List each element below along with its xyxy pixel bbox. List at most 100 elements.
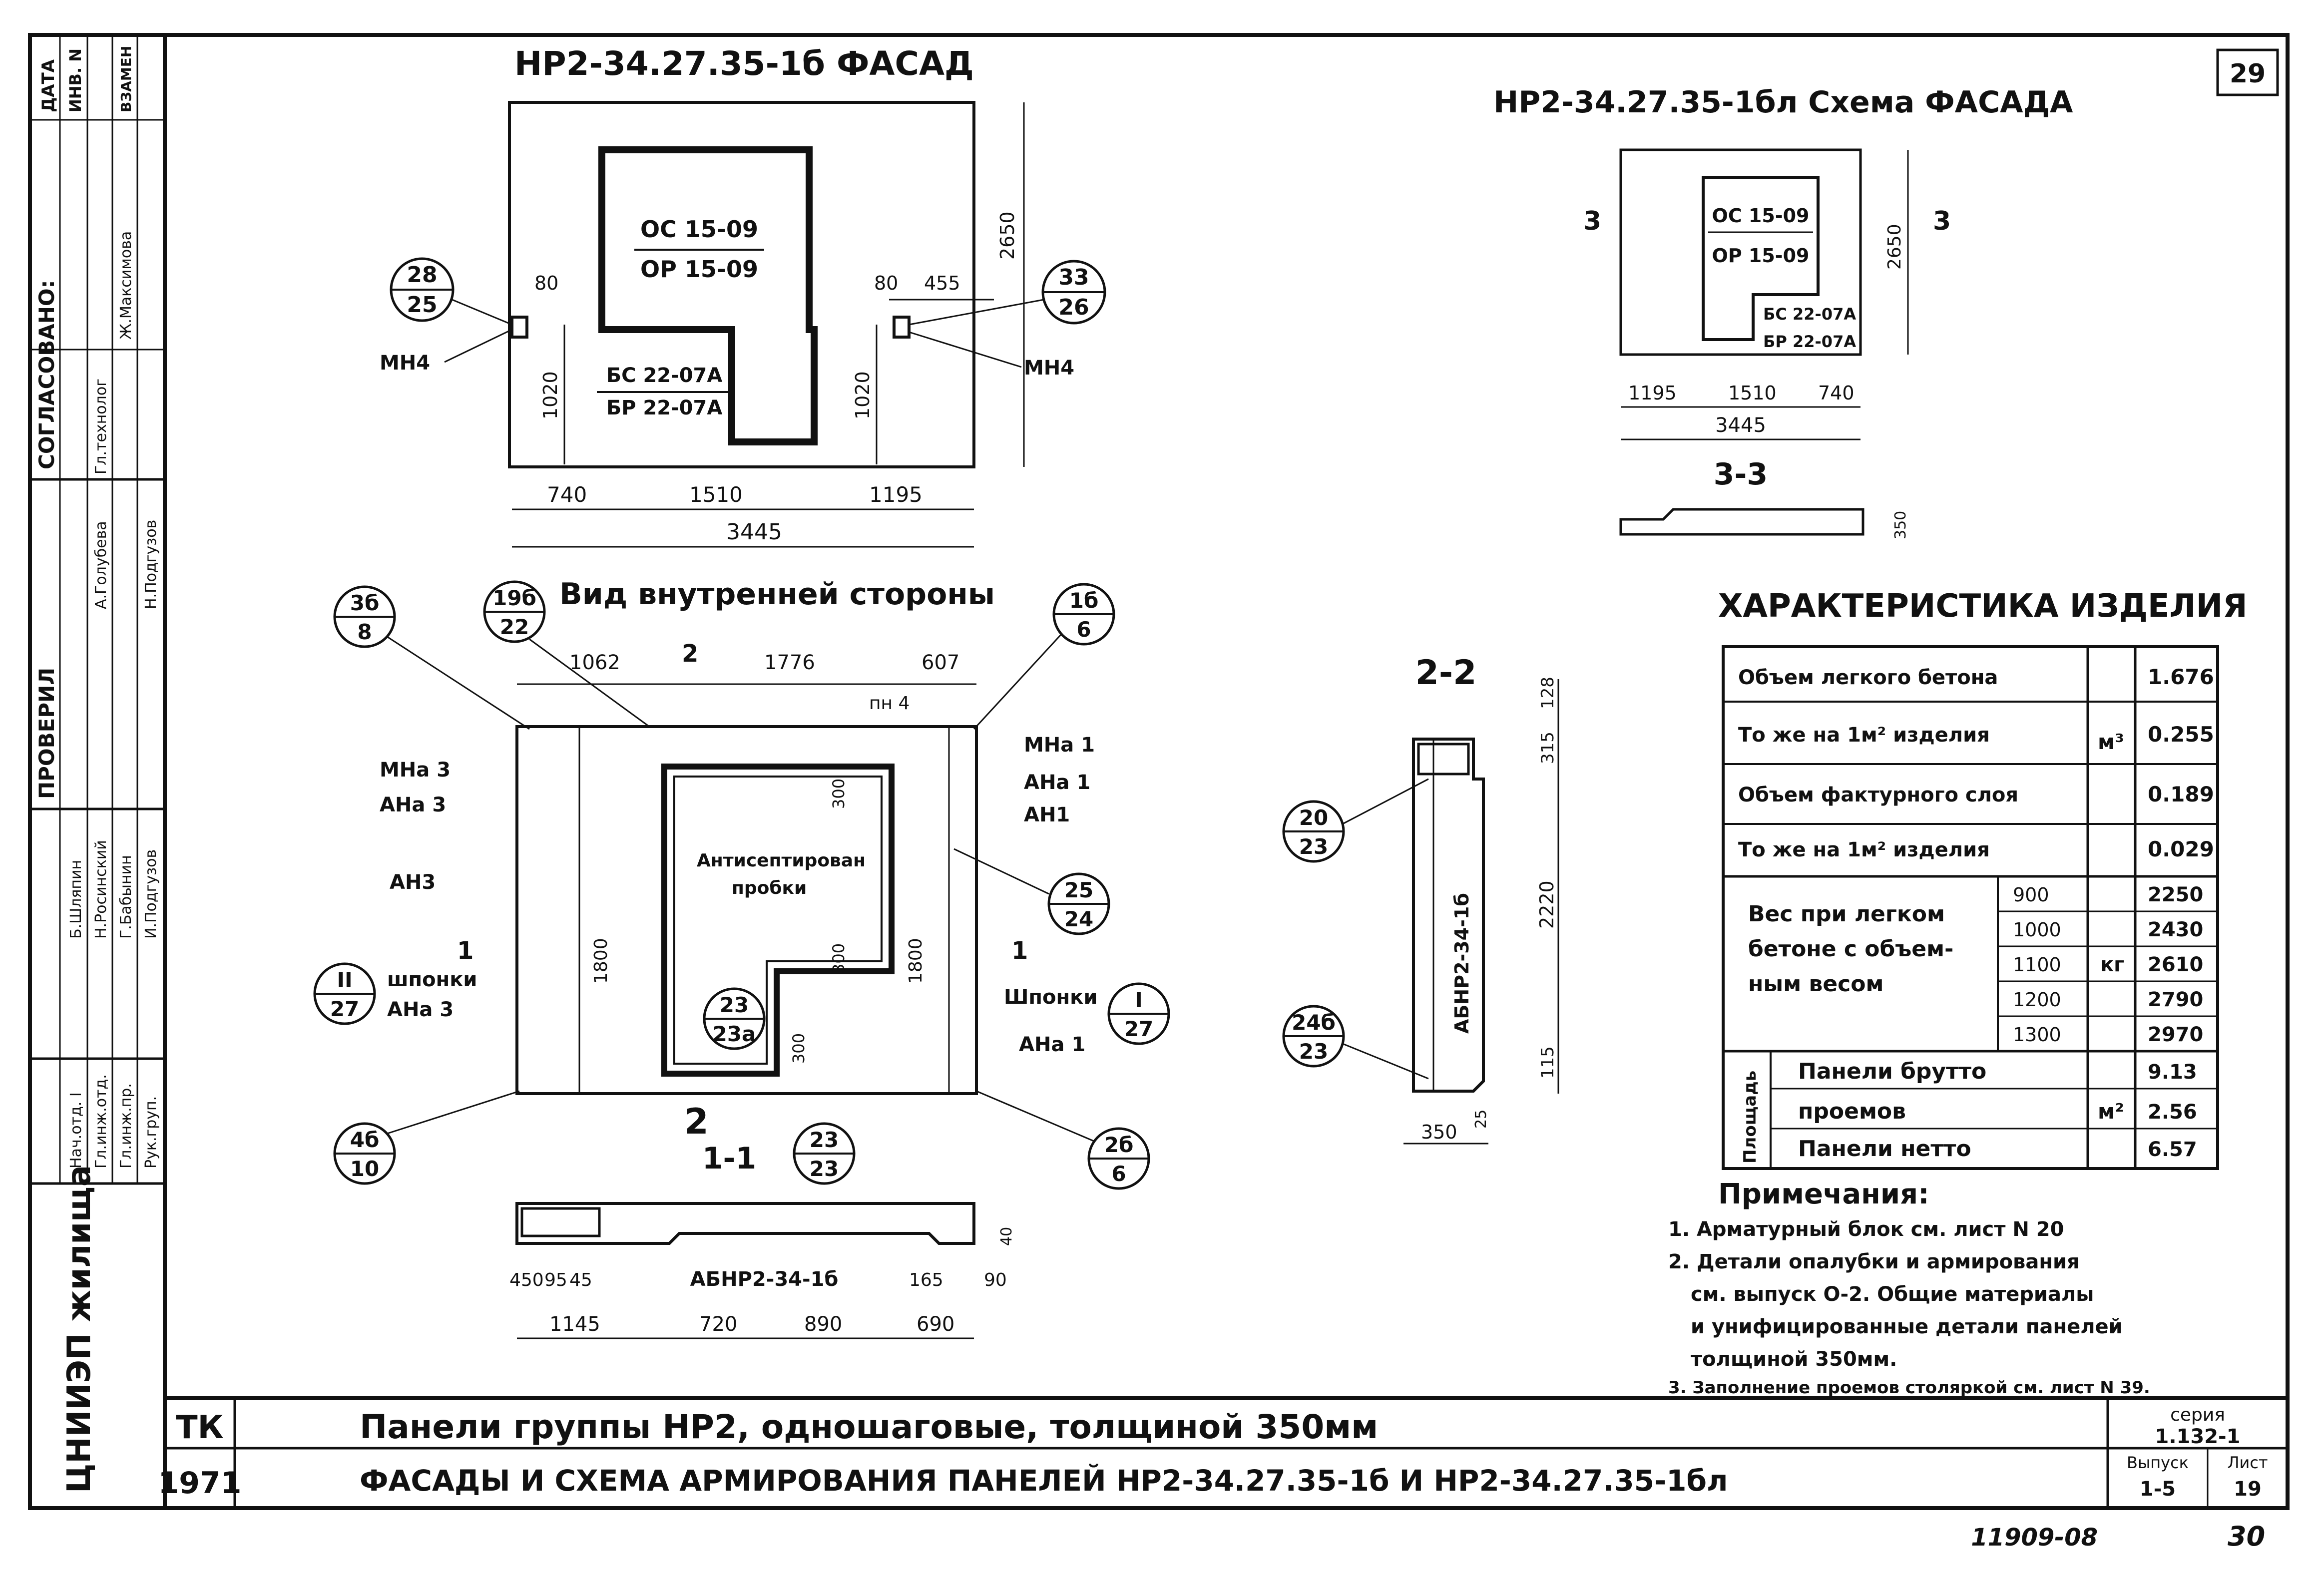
callout-19b-22: 19б 22: [483, 580, 650, 728]
stamp-approved: СОГЛАСОВАНО:: [34, 280, 59, 469]
inner-shponki-left: шпонки: [387, 968, 477, 991]
svg-text:27: 27: [330, 997, 359, 1021]
stamp-checked: ПРОВЕРИЛ: [34, 668, 59, 799]
inner-mna3: МНа 3: [380, 759, 451, 782]
facade-callout-left-top: 28: [407, 262, 437, 288]
char-unit-m3: м³: [2098, 730, 2124, 754]
svg-text:2б: 2б: [1104, 1133, 1134, 1157]
note-2: 2. Детали опалубки и армирования: [1668, 1250, 2080, 1273]
facade-door-top: БС 22-07А: [606, 364, 723, 387]
char-density-1: 900: [2013, 884, 2049, 906]
section22-callout-2: [1282, 1005, 1345, 1068]
section-1-1-drawing: 1-1 23 23 АБНР2-34-1б 450 95 45 165 90 4…: [509, 1122, 1015, 1339]
section11-title: 1-1: [702, 1141, 756, 1176]
char-area-side: Площадь: [1740, 1071, 1760, 1164]
inner-ana3-bottom: АНа 3: [387, 998, 454, 1021]
callout-25-24: 25 24: [953, 848, 1110, 935]
bottom-page: 30: [2228, 1521, 2265, 1552]
callout-II-27: II 27: [313, 962, 376, 1025]
section22-block: АБНР2-34-1б: [1451, 893, 1473, 1034]
section11-profile: [515, 1202, 975, 1245]
inner-ana1-bottom: АНа 1: [1019, 1033, 1085, 1056]
facade-dim-3445: 3445: [726, 519, 782, 545]
section22-dim-350: 350: [1421, 1121, 1457, 1143]
callout-4b-10: 4б 10: [333, 1090, 520, 1185]
facade-opening: [598, 146, 818, 445]
stamp-role-2: Гл.инж.отд.: [92, 1074, 110, 1169]
callout-I-27: I 27: [1107, 982, 1170, 1045]
stamp-role-3: Гл.инж.пр.: [117, 1083, 135, 1169]
facade-drawing: НР2-34.27.35-1б ФАСАД ОС 15-09 ОР 15-09 …: [380, 44, 1106, 548]
scheme-drawing: НР2-34.27.35-1бл Схема ФАСАДА ОС 15-09 О…: [1493, 85, 2073, 539]
facade-title: НР2-34.27.35-1б ФАСАД: [514, 44, 974, 83]
inner-opening-inner: [673, 776, 883, 1065]
char-row-2-value: 0.255: [2148, 722, 2214, 747]
facade-dim-80-right: 80: [874, 272, 898, 294]
scheme-dim-1195: 1195: [1628, 382, 1677, 404]
facade-embed-right: [893, 316, 911, 339]
inner-section-mark-left: 1: [457, 937, 473, 965]
scheme-section-profile: [1619, 508, 1864, 536]
section11-dim-690: 690: [917, 1313, 954, 1336]
char-area-3-value: 6.57: [2148, 1138, 2197, 1161]
inner-section-mark-bottom: 2: [684, 1101, 709, 1142]
scheme-door-top: БС 22-07А: [1763, 305, 1856, 324]
issue-value: 1-5: [2140, 1478, 2176, 1501]
section22-callout-1-bottom: 23: [1299, 834, 1328, 859]
scheme-opening-bottom: ОР 15-09: [1712, 245, 1810, 267]
section11-callout: [793, 1122, 856, 1185]
inner-dim-1800-right: 1800: [906, 938, 926, 984]
title-line-1: Панели группы НР2, одношаговые, толщиной…: [360, 1408, 1378, 1446]
char-weight-label-1: Вес при легком: [1748, 901, 1945, 927]
section11-dim-720: 720: [699, 1313, 737, 1336]
stamp-name-4: И.Подгузов: [142, 849, 160, 939]
scheme-outline: [1619, 148, 1862, 356]
sheet-frame: [28, 33, 2290, 1510]
facade-callout-left-bottom: 25: [407, 292, 437, 318]
stamp-vzamen: ВЗАМЕН: [118, 46, 134, 112]
inner-dim-300-c: 300: [789, 1033, 808, 1064]
issue-label: Выпуск: [2127, 1453, 2189, 1472]
char-row-4-label: То же на 1м² изделия: [1738, 838, 1990, 861]
inner-opening-outer: [661, 764, 895, 1077]
facade-callout-right: [1041, 260, 1106, 325]
svg-text:10: 10: [350, 1157, 379, 1181]
section22-callout-2-top: 24б: [1292, 1010, 1336, 1035]
inner-dim-1800-left: 1800: [591, 938, 611, 984]
scheme-opening: [1702, 176, 1820, 341]
char-weight-label-3: ным весом: [1748, 971, 1883, 997]
char-weight-4: 2790: [2148, 988, 2203, 1011]
svg-text:23: 23: [720, 993, 749, 1017]
svg-text:6: 6: [1076, 617, 1091, 642]
char-unit-kg: кг: [2100, 953, 2124, 976]
char-density-5: 1300: [2013, 1024, 2061, 1046]
section22-callout-1-top: 20: [1299, 805, 1328, 830]
facade-embed-left: [510, 316, 528, 339]
facade-outline: [508, 101, 975, 468]
stamp-org: ЦНИИЭП жилища: [61, 1165, 98, 1493]
svg-text:1б: 1б: [1069, 588, 1099, 613]
inner-dim-300-a: 300: [829, 779, 848, 809]
section11-dim-95: 95: [544, 1270, 567, 1290]
title-code: ТК: [176, 1409, 224, 1446]
stamp-inv: ИНВ. N: [66, 48, 85, 112]
char-row-1-label: Объем легкого бетона: [1738, 666, 1998, 689]
facade-dim-1020-right: 1020: [852, 371, 874, 419]
char-density-2: 1000: [2013, 919, 2061, 941]
inner-an3: АН3: [390, 871, 436, 894]
char-weight-2: 2430: [2148, 918, 2203, 941]
char-density-4: 1200: [2013, 989, 2061, 1011]
facade-mark-left: МН4: [380, 352, 430, 375]
section22-dim-128: 128: [1538, 677, 1558, 709]
scheme-opening-top: ОС 15-09: [1712, 205, 1810, 227]
svg-text:27: 27: [1124, 1017, 1153, 1041]
inner-dim-300-b: 300: [829, 943, 848, 974]
svg-text:25: 25: [1064, 878, 1093, 902]
series-label: серия: [2170, 1405, 2225, 1425]
char-row-1-value: 1.676: [2148, 665, 2214, 689]
facade-callout-right-bottom: 26: [1058, 295, 1089, 320]
inner-antiseptic-1: Антисептирован: [697, 850, 866, 871]
svg-text:19б: 19б: [492, 586, 536, 610]
stamp-name-2: Н.Росинский: [92, 840, 110, 939]
facade-opening-bottom: ОР 15-09: [640, 256, 758, 283]
